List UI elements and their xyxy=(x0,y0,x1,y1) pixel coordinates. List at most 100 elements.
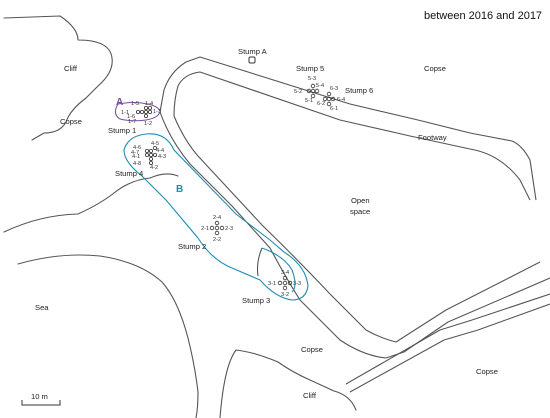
point-marker xyxy=(282,280,288,286)
stump-5-points xyxy=(306,83,320,99)
cliff-edge-bottom xyxy=(219,349,357,418)
point-label-4-5: 4-5 xyxy=(151,141,159,147)
point-marker xyxy=(148,160,153,165)
map-title: between 2016 and 2017 xyxy=(424,10,542,22)
point-marker xyxy=(144,148,149,153)
stump-6-points xyxy=(322,91,336,107)
region-b-outline xyxy=(123,133,309,301)
label-copse-right-top: Copse xyxy=(424,64,446,73)
point-marker xyxy=(147,106,152,111)
region-b-label: B xyxy=(176,184,183,195)
point-marker xyxy=(143,106,148,111)
point-marker xyxy=(326,101,332,107)
stump-1-points xyxy=(135,106,152,119)
point-marker xyxy=(219,225,225,231)
track-lower-right xyxy=(345,293,550,385)
footway-path xyxy=(159,56,537,201)
point-label-5-4: 5-4 xyxy=(316,83,324,89)
point-marker xyxy=(326,91,332,97)
stump-3-points xyxy=(277,275,293,291)
point-marker xyxy=(277,280,283,286)
point-label-1-7: 1-7 xyxy=(128,119,136,125)
point-label-5-1: 5-1 xyxy=(305,98,313,104)
point-marker xyxy=(310,93,316,99)
point-marker xyxy=(148,156,153,161)
point-label-6-1: 6-1 xyxy=(330,106,338,112)
coastline-top xyxy=(3,15,113,141)
point-label-3-3: 3-3 xyxy=(293,281,301,287)
point-label-2-4: 2-4 xyxy=(213,215,221,221)
point-marker xyxy=(214,230,220,236)
point-label-2-2: 2-2 xyxy=(213,237,221,243)
point-label-4-8: 4-8 xyxy=(133,161,141,167)
point-marker xyxy=(148,148,153,153)
point-label-1-1: 1-1 xyxy=(121,110,129,116)
stump-1-label: Stump 1 xyxy=(108,126,136,135)
stump-2-label: Stump 2 xyxy=(178,242,206,251)
cliff-edge-middle xyxy=(3,173,179,233)
point-label-4-3: 4-3 xyxy=(158,154,166,160)
label-copse-bottom-right: Copse xyxy=(476,367,498,376)
label-cliff-bottom: Cliff xyxy=(303,391,317,400)
point-marker xyxy=(148,152,153,157)
point-label-6-4: 6-4 xyxy=(337,97,345,103)
point-label-4-2: 4-2 xyxy=(150,165,158,171)
point-label-3-4: 3-4 xyxy=(281,270,289,276)
stump-6-label: Stump 6 xyxy=(345,86,373,95)
point-marker xyxy=(287,280,293,286)
point-label-4-4: 4-4 xyxy=(156,148,164,154)
point-label-5-3: 5-3 xyxy=(308,76,316,82)
point-marker xyxy=(282,285,288,291)
point-marker xyxy=(144,152,149,157)
region-a-outline xyxy=(114,102,161,122)
point-marker xyxy=(330,96,336,102)
label-copse-bottom-mid: Copse xyxy=(301,345,323,354)
point-marker xyxy=(282,275,288,281)
point-marker xyxy=(314,88,320,94)
point-marker xyxy=(152,145,157,150)
point-marker xyxy=(209,225,215,231)
point-label-4-6: 4-6 xyxy=(133,145,141,151)
point-marker xyxy=(143,114,148,119)
point-marker xyxy=(135,110,140,115)
track-diagonal-inner xyxy=(173,115,541,343)
point-label-2-3: 2-3 xyxy=(225,226,233,232)
point-label-1-5: 1-5 xyxy=(131,101,139,107)
stump-5-label: Stump 5 xyxy=(296,64,324,73)
stump-a-marker xyxy=(248,56,256,64)
point-marker xyxy=(147,110,152,115)
point-label-4-1: 4-1 xyxy=(132,154,140,160)
label-copse-left: Copse xyxy=(60,117,82,126)
point-label-3-1: 3-1 xyxy=(268,281,276,287)
label-open-space-2: space xyxy=(350,207,370,216)
track-lower-right-inner xyxy=(349,303,550,393)
track-diagonal xyxy=(159,111,550,359)
stump-2-points xyxy=(209,220,225,236)
footway-path-inner xyxy=(173,71,531,201)
point-label-1-4: 1-4 xyxy=(145,101,153,107)
point-label-6-2: 6-2 xyxy=(317,101,325,107)
scale-label: 10 m xyxy=(31,392,48,401)
point-label-5-2: 5-2 xyxy=(294,89,302,95)
label-sea: Sea xyxy=(35,303,49,312)
point-marker xyxy=(152,152,157,157)
label-footway: Footway xyxy=(418,133,447,142)
point-label-6-3: 6-3 xyxy=(330,86,338,92)
scale-bar xyxy=(21,400,61,406)
point-label-2-1: 2-1 xyxy=(201,226,209,232)
stump-3-label: Stump 3 xyxy=(242,296,270,305)
point-marker xyxy=(143,110,148,115)
stump-4-label: Stump 4 xyxy=(115,169,143,178)
cliff-edge-lower xyxy=(17,254,199,418)
region-a-label: A xyxy=(116,97,123,108)
stump-a-label: Stump A xyxy=(238,47,268,56)
region-b-inner-line xyxy=(261,247,296,293)
point-marker xyxy=(214,225,220,231)
point-label-1-6: 1-6 xyxy=(127,114,135,120)
point-label-3-2: 3-2 xyxy=(281,292,289,298)
point-marker xyxy=(214,220,220,226)
stump-4-points xyxy=(144,145,157,165)
point-marker xyxy=(310,83,316,89)
